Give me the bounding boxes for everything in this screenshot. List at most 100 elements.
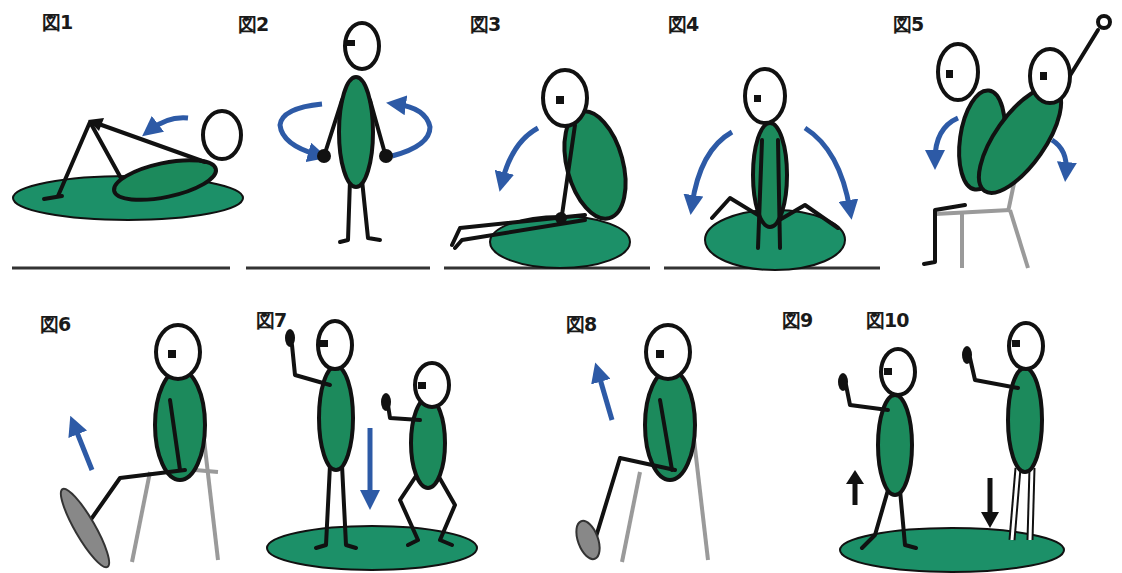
figure-body (155, 370, 205, 480)
chair-leg (622, 472, 640, 562)
floor-line (246, 267, 430, 270)
figure-leg (1012, 468, 1018, 540)
figure-hand (838, 373, 848, 391)
figure-number: 図8 (566, 312, 596, 338)
figure-hand (1098, 16, 1110, 28)
figure-number: 図6 (40, 312, 70, 338)
squat-figures (267, 321, 477, 570)
figure-arm (970, 358, 1018, 388)
heel-raise-figures (838, 323, 1064, 572)
figure-head (745, 69, 785, 123)
figure-eye (656, 350, 664, 358)
figure-leg (340, 180, 350, 242)
figure-body (339, 77, 373, 187)
figure-hand (317, 149, 331, 163)
arrowhead (846, 470, 864, 484)
figure-leg (1030, 468, 1032, 540)
figure-number: 図10 (866, 308, 908, 334)
standing-twist-figure (280, 23, 430, 242)
knee-raise-figure (572, 325, 708, 562)
figure-head (156, 325, 200, 379)
figure-eye (556, 96, 564, 104)
figure-head (543, 70, 587, 126)
motion-arrow (598, 372, 612, 420)
figure-number: 図4 (668, 12, 698, 38)
motion-arrow (692, 132, 732, 205)
ankle-weight (54, 484, 116, 572)
motion-arrow (935, 118, 958, 160)
figure-head (881, 349, 915, 395)
motion-arrow (150, 118, 188, 130)
figure-eye (418, 382, 426, 389)
figure-eye (754, 95, 761, 102)
motion-arrow (74, 425, 92, 470)
figure-eye (320, 340, 328, 347)
motion-arrow (988, 478, 993, 515)
figure-number: 図9 (782, 308, 812, 334)
figure-leg (776, 205, 838, 228)
figure-eye (1040, 72, 1047, 80)
chair-leg (132, 472, 150, 562)
figure-leg (1012, 468, 1018, 540)
sitting-reach-figure (452, 70, 636, 268)
figure-hand (962, 346, 972, 364)
lying-figure (13, 111, 243, 220)
figure-number: 図3 (470, 12, 500, 38)
exercise-mat (267, 526, 477, 570)
figure-arm (846, 385, 888, 410)
chair-leg (1010, 210, 1028, 268)
figure-head (415, 363, 449, 407)
figure-hand (555, 212, 567, 224)
chair-leg (960, 214, 964, 268)
motion-arrow (1052, 140, 1066, 172)
figure-arm (660, 400, 672, 470)
figure-head (1009, 323, 1043, 369)
figure-number: 図5 (893, 12, 923, 38)
motion-arrow (805, 128, 850, 210)
figure-leg (595, 458, 675, 540)
chair-seat (935, 210, 1010, 214)
figure-arm (170, 400, 180, 470)
figure-eye (1012, 340, 1020, 347)
figure-arm (326, 100, 342, 150)
figure-arm (758, 140, 762, 248)
figure-arm (388, 405, 420, 420)
motion-arrow (502, 128, 538, 182)
figure-leg (58, 122, 122, 196)
figure-number: 図2 (238, 12, 268, 38)
figure-hand (285, 329, 295, 347)
figure-head (938, 44, 978, 100)
figure-head (203, 111, 241, 159)
figure-hand (379, 149, 393, 163)
figure-eye (946, 70, 953, 78)
figure-arm (370, 100, 384, 150)
figure-leg (362, 180, 380, 240)
figure-head (646, 325, 690, 379)
arm-arrowhead (88, 118, 104, 131)
motion-arrow (280, 104, 322, 155)
figure-number: 図1 (42, 10, 72, 36)
straddle-figure (692, 69, 850, 270)
figure-body (1008, 368, 1042, 472)
figure-leg (1030, 468, 1032, 540)
figure-leg (924, 205, 965, 264)
chair-twist-figure (924, 16, 1110, 268)
figure-leg (342, 465, 356, 548)
figure-head (345, 23, 379, 69)
figure-arm (562, 125, 575, 215)
figure-foot (44, 196, 62, 199)
motion-arrow (392, 104, 430, 156)
arrowhead (981, 512, 999, 528)
floor-line (12, 267, 230, 270)
figure-head (1030, 49, 1070, 103)
motion-arrow (368, 428, 373, 500)
figure-leg (862, 490, 888, 548)
figure-leg (900, 490, 916, 548)
figure-hand (381, 393, 391, 411)
figure-eye (884, 368, 892, 375)
figure-leg (455, 220, 585, 248)
figure-arm (778, 140, 780, 248)
figure-head (318, 321, 352, 369)
